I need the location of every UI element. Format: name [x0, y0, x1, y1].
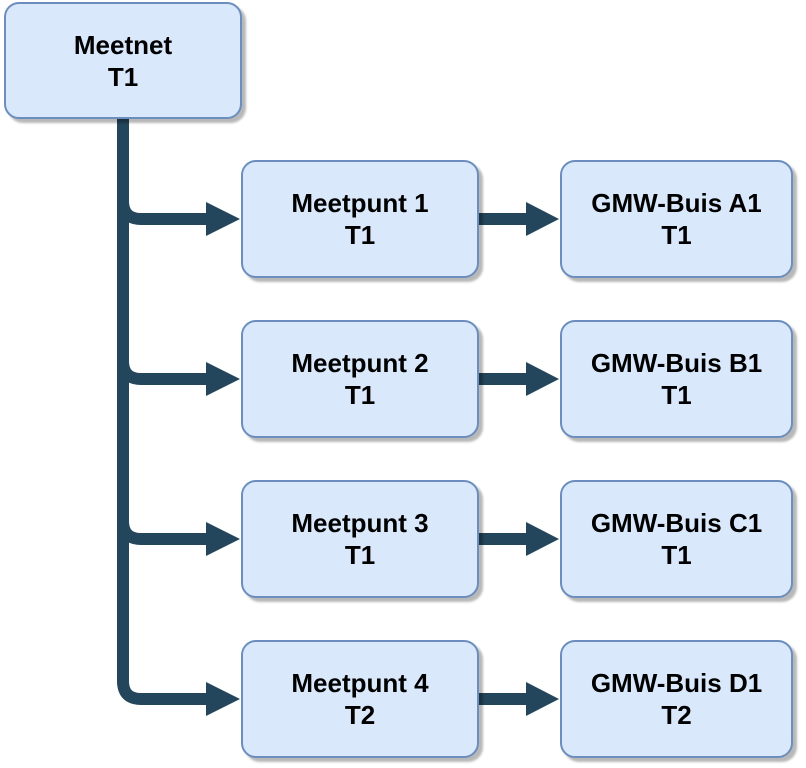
node-meetpunt-1: Meetpunt 1 T1	[241, 160, 479, 278]
node-label-line2: T1	[107, 61, 139, 92]
node-label-line1: Meetpunt 3	[291, 508, 429, 538]
node-label-line2: T1	[344, 540, 376, 570]
arrowhead-icon	[206, 522, 240, 556]
node-label-line2: T1	[344, 220, 376, 250]
node-gmw-buis-c1: GMW-Buis C1 T1	[560, 480, 793, 598]
node-label-line1: Meetpunt 4	[291, 668, 429, 698]
node-label-line2: T2	[661, 700, 692, 730]
node-label-line2: T1	[661, 380, 692, 410]
node-gmw-buis-a1: GMW-Buis A1 T1	[560, 160, 793, 278]
node-label-line2: T2	[344, 700, 376, 730]
node-label-line1: GMW-Buis C1	[590, 508, 763, 538]
node-label-line1: Meetnet	[73, 29, 173, 60]
node-label-line2: T1	[661, 220, 692, 250]
node-label-line1: GMW-Buis D1	[590, 668, 763, 698]
node-meetpunt-3: Meetpunt 3 T1	[241, 480, 479, 598]
node-meetnet: Meetnet T1	[4, 2, 242, 119]
node-label-line1: GMW-Buis B1	[590, 348, 763, 378]
arrowhead-icon	[526, 362, 559, 396]
arrowhead-icon	[206, 682, 240, 716]
node-label-line1: Meetpunt 2	[291, 348, 429, 378]
arrowhead-icon	[526, 522, 559, 556]
arrowhead-icon	[206, 202, 240, 236]
node-meetpunt-2: Meetpunt 2 T1	[241, 320, 479, 438]
connector-meetnet-to-meetpunt-1	[117, 200, 207, 225]
node-label-line1: GMW-Buis A1	[591, 188, 762, 218]
node-label-line2: T1	[661, 540, 692, 570]
node-meetpunt-4: Meetpunt 4 T2	[241, 640, 479, 758]
node-gmw-buis-b1: GMW-Buis B1 T1	[560, 320, 793, 438]
connector-trunk	[117, 119, 207, 705]
node-gmw-buis-d1: GMW-Buis D1 T2	[560, 640, 793, 758]
connector-meetnet-to-meetpunt-2	[117, 360, 207, 385]
arrowhead-icon	[526, 682, 559, 716]
connector-meetnet-to-meetpunt-3	[117, 520, 207, 545]
node-label-line2: T1	[344, 380, 376, 410]
arrowhead-icon	[526, 202, 559, 236]
node-label-line1: Meetpunt 1	[291, 188, 429, 218]
arrowhead-icon	[206, 362, 240, 396]
